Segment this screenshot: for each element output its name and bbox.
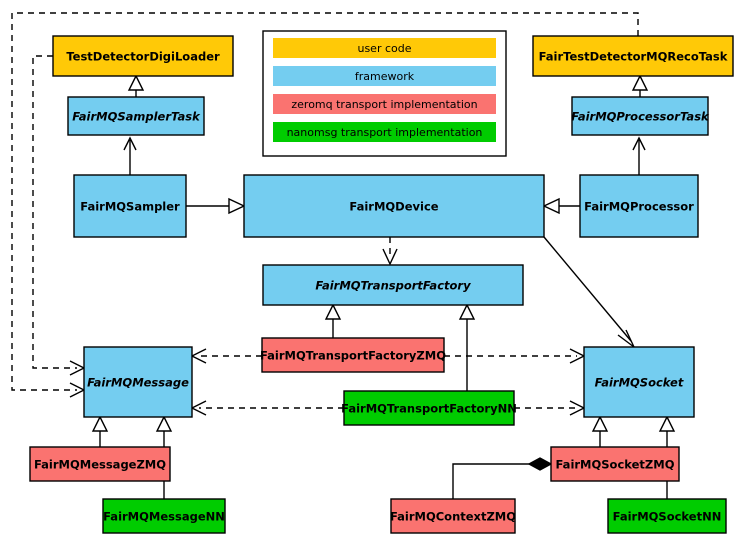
edge-processor-to-processortask [632,136,646,175]
class-box[interactable] [261,337,445,373]
class-box[interactable] [52,35,234,77]
class-label: FairMQMessageNN [103,510,225,524]
class-node-fairmqtransportfactorynn[interactable]: FairMQTransportFactoryNN [341,390,517,426]
edge-processor-to-device [542,197,580,215]
edge-device-to-transportfactory [382,237,398,266]
class-node-fairmqsocketzmq[interactable]: FairMQSocketZMQ [550,446,680,482]
edge-messagezmq-to-message [91,415,109,447]
class-box[interactable] [579,174,699,238]
class-label: FairTestDetectorMQRecoTask [539,50,728,64]
edge-sampler-to-samplertask [123,136,137,175]
legend-swatch-nanomsg [273,122,496,142]
legend-swatch-zeromq [273,94,496,114]
legend-label-nanomsg: nanomsg transport implementation [287,126,483,139]
class-box[interactable] [390,498,516,534]
class-label: FairMQProcessorTask [571,110,710,124]
class-node-fairmqmessage[interactable]: FairMQMessage [83,346,193,418]
edge-tfzmq-to-transportfactory [324,303,342,338]
legend-swatch-user-code [273,38,496,58]
class-node-fairmqsocketnn[interactable]: FairMQSocketNN [607,498,727,534]
class-box[interactable] [583,346,695,418]
class-node-fairmqprocessortask[interactable]: FairMQProcessorTask [571,96,710,136]
class-node-fairmqmessagenn[interactable]: FairMQMessageNN [102,498,226,534]
class-label: FairMQSamplerTask [72,110,201,124]
class-node-fairmqsampler[interactable]: FairMQSampler [73,174,187,238]
class-node-fairmqtransportfactory[interactable]: FairMQTransportFactory [262,264,524,306]
class-label: FairMQSocketNN [613,510,722,524]
class-label: FairMQTransportFactoryNN [341,402,517,416]
class-label: FairMQSocket [595,376,684,390]
class-box[interactable] [343,390,515,426]
class-node-fairmqsamplertask[interactable]: FairMQSamplerTask [67,96,205,136]
edge-socketzmq-to-socket [591,415,609,447]
class-box[interactable] [29,446,171,482]
class-node-fairmqmessagezmq[interactable]: FairMQMessageZMQ [29,446,171,482]
class-label: FairMQSocketZMQ [556,458,675,472]
class-node-fairtestdetectormqrecotask[interactable]: FairTestDetectorMQRecoTask [532,35,734,77]
class-label: FairMQContextZMQ [390,510,516,524]
legend: user code framework zeromq transport imp… [262,30,507,157]
class-box[interactable] [571,96,709,136]
class-layer: TestDetectorDigiLoader FairTestDetectorM… [29,35,734,534]
class-label: FairMQSampler [80,200,180,214]
class-node-fairmqsocket[interactable]: FairMQSocket [583,346,695,418]
class-label: FairMQTransportFactoryZMQ [260,349,446,363]
class-label: TestDetectorDigiLoader [66,50,220,64]
class-box[interactable] [102,498,226,534]
legend-label-user-code: user code [357,42,411,55]
class-label: FairMQTransportFactory [315,279,471,293]
class-box[interactable] [550,446,680,482]
class-label: FairMQDevice [349,200,438,214]
edge-processortask-to-recotask [631,74,649,97]
edge-sampler-to-device [186,197,246,215]
class-box[interactable] [73,174,187,238]
edge-samplertask-to-digiloader [127,74,145,97]
class-node-fairmqcontextzmq[interactable]: FairMQContextZMQ [390,498,516,534]
class-box[interactable] [67,96,205,136]
class-node-fairmqprocessor[interactable]: FairMQProcessor [579,174,699,238]
class-node-fairmqtransportfactoryzmq[interactable]: FairMQTransportFactoryZMQ [260,337,446,373]
class-box[interactable] [243,174,545,238]
class-node-testdetectordigiloader[interactable]: TestDetectorDigiLoader [52,35,234,77]
class-box[interactable] [262,264,524,306]
class-box[interactable] [607,498,727,534]
class-label: FairMQProcessor [584,200,694,214]
class-label: FairMQMessage [87,376,189,390]
class-node-fairmqdevice[interactable]: FairMQDevice [243,174,545,238]
class-box[interactable] [83,346,193,418]
class-box[interactable] [532,35,734,77]
legend-label-framework: framework [355,70,415,83]
edge-contextzmq-to-socketzmq [452,457,553,499]
legend-label-zeromq: zeromq transport implementation [291,98,477,111]
class-label: FairMQMessageZMQ [34,458,166,472]
legend-swatch-framework [273,66,496,86]
edge-tfnn-to-transportfactory [458,303,476,391]
